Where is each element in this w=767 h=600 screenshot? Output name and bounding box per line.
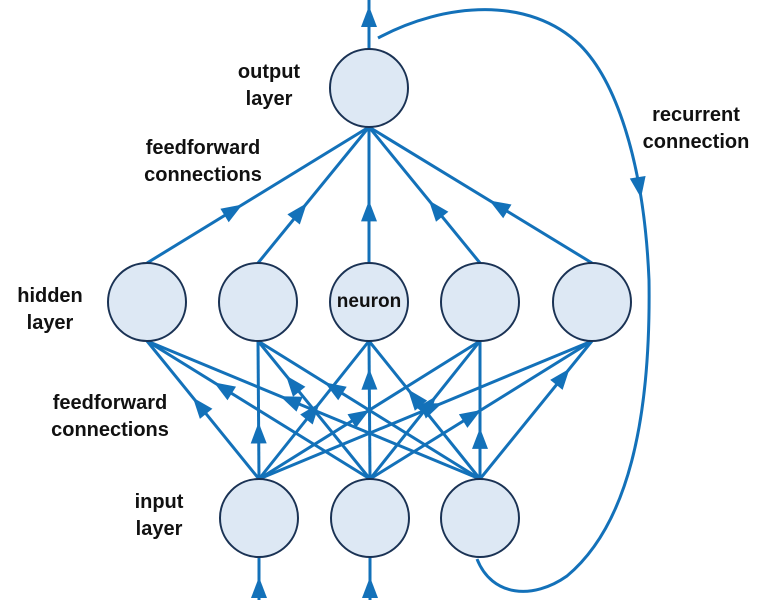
edge-input1-hidden3-arrowhead (300, 403, 320, 425)
output-neuron (329, 48, 409, 128)
output-layer-label: output layer (238, 59, 300, 113)
edge-input1-hidden2-arrowhead (250, 422, 267, 444)
edge-input2-hidden1-arrowhead (213, 382, 236, 401)
hidden-neuron-4 (440, 262, 520, 342)
hidden-layer-label: hidden layer (17, 283, 83, 337)
label-line: connection (642, 131, 750, 153)
edge-hidden1-output-arrowhead (220, 204, 243, 223)
recurrent-connection-curve (377, 8, 651, 593)
edge-input2-hidden3-arrowhead (361, 368, 378, 390)
recurrent-connection-label: recurrent connection (643, 102, 750, 156)
input-arrow-2-arrowhead (362, 577, 378, 598)
edge-input3-hidden2-arrowhead (324, 382, 347, 401)
edge-hidden4-output-arrowhead (428, 200, 449, 222)
edge-input2-hidden5-arrowhead (458, 410, 481, 428)
feedforward-connections-upper-label: feedforward connections (144, 135, 262, 189)
edge-input2-hidden4-arrowhead (416, 396, 436, 418)
hidden-neuron-2 (218, 262, 298, 342)
edge-input2-hidden2-arrowhead (286, 375, 306, 397)
input-arrow-1-arrowhead (251, 577, 267, 598)
edge-hidden3-output-arrowhead (361, 200, 377, 222)
edge-input3-hidden1 (146, 339, 481, 481)
edge-input3-hidden1-arrowhead (280, 396, 303, 412)
label-line: output (237, 61, 301, 83)
edge-input3-hidden4-arrowhead (472, 427, 488, 449)
edge-hidden2-output (256, 126, 371, 264)
edge-input3-hidden2 (257, 339, 481, 481)
hidden-neuron-5 (552, 262, 632, 342)
edge-input3-hidden3 (367, 340, 482, 480)
output-arrow-arrowhead (361, 6, 377, 27)
edge-input3-hidden5 (478, 340, 594, 480)
label-line: connections (144, 164, 262, 186)
input-neuron-2 (330, 478, 410, 558)
recurrent-connection-arrowhead (629, 176, 646, 198)
edge-input1-hidden1-arrowhead (192, 397, 213, 419)
edge-hidden2-output-arrowhead (287, 203, 307, 225)
edge-input3-hidden3-arrowhead (407, 389, 428, 411)
input-layer-label: input layer (135, 489, 184, 543)
label-line: layer (135, 518, 183, 540)
label-line: connections (51, 419, 169, 441)
edge-hidden1-output (146, 125, 370, 265)
label-line: neuron (336, 291, 402, 312)
edge-input1-hidden4-arrowhead (347, 410, 370, 428)
label-line: input (134, 491, 184, 513)
label-line: hidden (17, 285, 83, 307)
edge-input2-hidden1 (146, 339, 371, 481)
input-neuron-1 (219, 478, 299, 558)
edge-input3-hidden5-arrowhead (550, 368, 570, 390)
label-line: layer (245, 88, 293, 110)
hidden-neuron-3 (329, 262, 409, 342)
edge-hidden5-output-arrowhead (489, 200, 512, 219)
hidden-neuron-1 (107, 262, 187, 342)
label-line: recurrent (652, 104, 740, 126)
edge-hidden4-output (367, 126, 482, 264)
label-line: layer (26, 312, 74, 334)
input-neuron-3 (440, 478, 520, 558)
label-line: feedforward (52, 392, 168, 414)
neuron-label: neuron (337, 291, 401, 313)
label-line: feedforward (145, 137, 261, 159)
edge-hidden5-output (368, 125, 593, 265)
feedforward-connections-lower-label: feedforward connections (51, 390, 169, 444)
